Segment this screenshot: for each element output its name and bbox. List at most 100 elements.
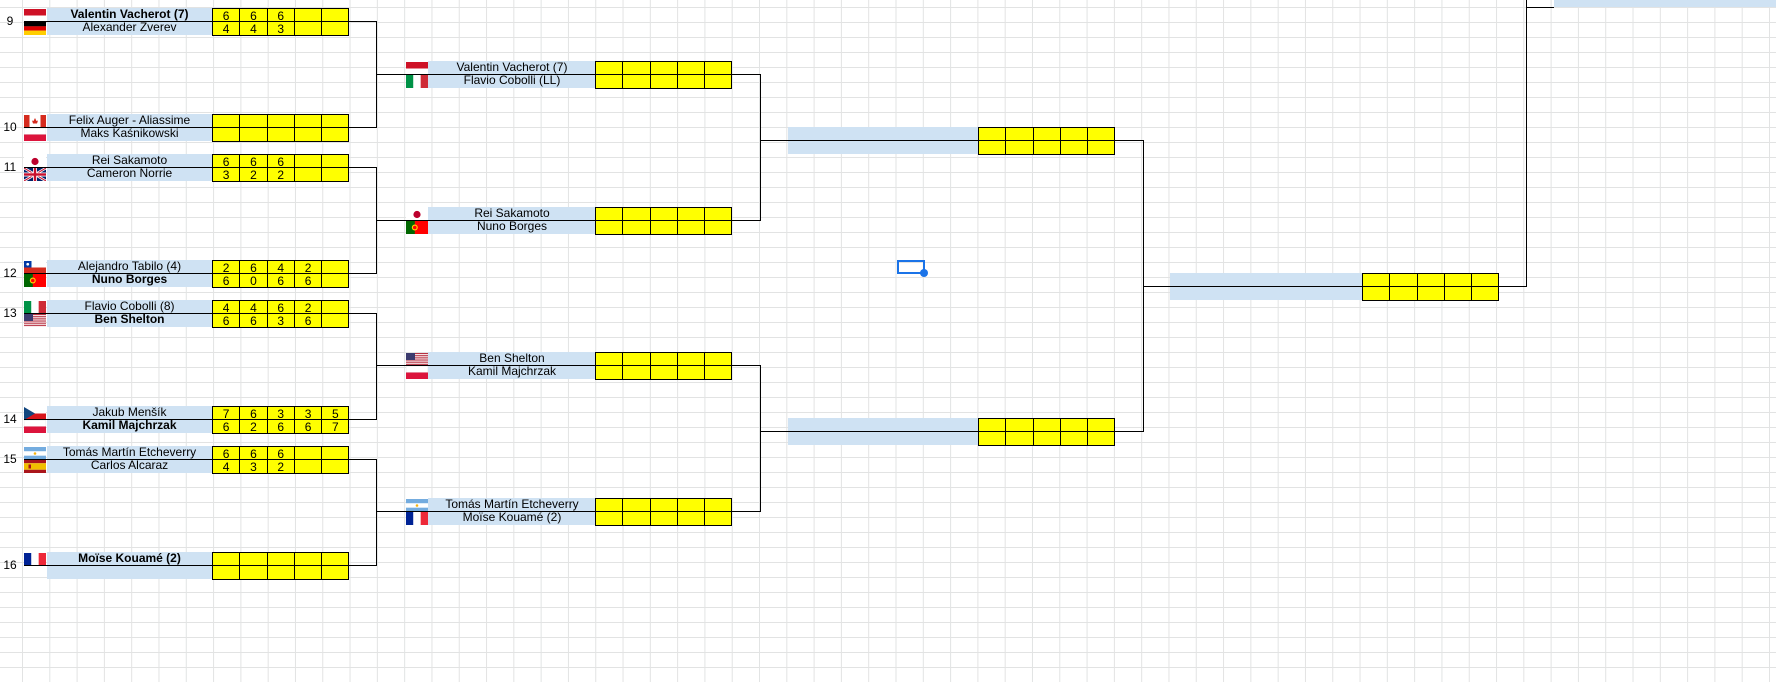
r1-m4-p2-set-3[interactable]: 6 [266, 273, 295, 288]
r2-m3-p2-set-1[interactable] [595, 365, 624, 380]
r1-m8-p1-set-1[interactable] [212, 552, 241, 567]
fill-handle[interactable] [920, 269, 928, 277]
r1-m6-p2-set-3[interactable]: 6 [266, 419, 295, 434]
r1-m7-p2-set-2[interactable]: 3 [239, 459, 268, 474]
r2-m4-p1-set-4[interactable] [676, 498, 706, 513]
r1-m3-p2-set-5[interactable] [321, 167, 350, 182]
r4-m1-p1-set-3[interactable] [1416, 273, 1445, 288]
r1-m8-p2-set-1[interactable] [212, 565, 241, 580]
r3-m1-p1-set-2[interactable] [1005, 127, 1034, 142]
r2-m1-p2-set-3[interactable] [649, 74, 678, 89]
r3-m2-p1-set-1[interactable] [978, 418, 1007, 433]
r4-m1-p2-set-1[interactable] [1362, 286, 1391, 301]
player-name[interactable]: Moïse Kouamé (2) [47, 552, 212, 566]
r2-m3-p2-set-5[interactable] [704, 365, 733, 380]
r1-m8-p1-set-4[interactable] [293, 552, 323, 567]
player-name[interactable] [1170, 286, 1362, 300]
r3-m2-p1-set-3[interactable] [1032, 418, 1061, 433]
player-name[interactable] [47, 565, 212, 579]
r1-m8-p1-set-3[interactable] [266, 552, 295, 567]
r1-m2-p1-set-3[interactable] [266, 114, 295, 129]
r1-m5-p2-set-1[interactable]: 6 [212, 313, 241, 328]
r1-m7-p2-set-3[interactable]: 2 [266, 459, 295, 474]
r1-m3-p2-set-3[interactable]: 2 [266, 167, 295, 182]
r1-m1-p2-set-3[interactable]: 3 [266, 21, 295, 36]
player-name[interactable]: Tomás Martín Etcheverry [47, 446, 212, 460]
player-name[interactable]: Flavio Cobolli (LL) [428, 74, 596, 88]
r3-m2-p1-set-2[interactable] [1005, 418, 1034, 433]
player-name[interactable] [788, 140, 978, 154]
player-name[interactable]: Cameron Norrie [47, 167, 212, 181]
r2-m4-p1-set-3[interactable] [649, 498, 678, 513]
r1-m4-p2-set-1[interactable]: 6 [212, 273, 241, 288]
r1-m7-p1-set-3[interactable]: 6 [266, 446, 295, 461]
r3-m1-p1-set-5[interactable] [1087, 127, 1116, 142]
r1-m3-p2-set-4[interactable] [293, 167, 323, 182]
r1-m1-p1-set-5[interactable] [321, 8, 350, 23]
r1-m6-p1-set-5[interactable]: 5 [321, 406, 350, 421]
player-name[interactable] [1554, 0, 1776, 7]
r1-m1-p2-set-1[interactable]: 4 [212, 21, 241, 36]
r1-m2-p1-set-2[interactable] [239, 114, 268, 129]
r1-m1-p2-set-4[interactable] [293, 21, 323, 36]
r2-m4-p1-set-2[interactable] [622, 498, 651, 513]
r1-m5-p1-set-4[interactable]: 2 [293, 300, 323, 315]
r2-m3-p1-set-5[interactable] [704, 352, 733, 367]
r1-m6-p2-set-2[interactable]: 2 [239, 419, 268, 434]
active-cell-selection[interactable] [897, 260, 925, 274]
r2-m4-p2-set-2[interactable] [622, 511, 651, 526]
player-name[interactable]: Nuno Borges [47, 273, 212, 287]
r2-m1-p1-set-2[interactable] [622, 61, 651, 76]
r3-m1-p2-set-1[interactable] [978, 140, 1007, 155]
r1-m4-p1-set-2[interactable]: 6 [239, 260, 268, 275]
r2-m2-p1-set-1[interactable] [595, 207, 624, 222]
r2-m4-p1-set-5[interactable] [704, 498, 733, 513]
player-name[interactable]: Jakub Menšík [47, 406, 212, 420]
player-name[interactable] [788, 127, 978, 141]
player-name[interactable]: Nuno Borges [428, 220, 596, 234]
r1-m8-p1-set-5[interactable] [321, 552, 350, 567]
r4-m1-p2-set-3[interactable] [1416, 286, 1445, 301]
r2-m3-p1-set-3[interactable] [649, 352, 678, 367]
r3-m2-p1-set-4[interactable] [1059, 418, 1089, 433]
r3-m2-p2-set-4[interactable] [1059, 431, 1089, 446]
r1-m3-p2-set-1[interactable]: 3 [212, 167, 241, 182]
player-name[interactable]: Tomás Martín Etcheverry [428, 498, 596, 512]
r1-m8-p2-set-4[interactable] [293, 565, 323, 580]
r3-m1-p2-set-2[interactable] [1005, 140, 1034, 155]
r1-m7-p2-set-4[interactable] [293, 459, 323, 474]
r1-m2-p1-set-1[interactable] [212, 114, 241, 129]
player-name[interactable]: Carlos Alcaraz [47, 459, 212, 473]
r2-m3-p1-set-4[interactable] [676, 352, 706, 367]
r1-m1-p2-set-5[interactable] [321, 21, 350, 36]
r1-m4-p1-set-4[interactable]: 2 [293, 260, 323, 275]
r2-m2-p1-set-3[interactable] [649, 207, 678, 222]
r2-m2-p2-set-5[interactable] [704, 220, 733, 235]
r2-m1-p2-set-5[interactable] [704, 74, 733, 89]
player-name[interactable]: Ben Shelton [47, 313, 212, 327]
r4-m1-p2-set-2[interactable] [1389, 286, 1418, 301]
r1-m7-p2-set-1[interactable]: 4 [212, 459, 241, 474]
r4-m1-p1-set-5[interactable] [1471, 273, 1500, 288]
r3-m2-p2-set-3[interactable] [1032, 431, 1061, 446]
r2-m2-p2-set-1[interactable] [595, 220, 624, 235]
r4-m1-p2-set-5[interactable] [1471, 286, 1500, 301]
r1-m3-p1-set-5[interactable] [321, 154, 350, 169]
player-name[interactable]: Flavio Cobolli (8) [47, 300, 212, 314]
r1-m3-p1-set-2[interactable]: 6 [239, 154, 268, 169]
player-name[interactable]: Alexander Zverev [47, 21, 212, 35]
r2-m3-p1-set-2[interactable] [622, 352, 651, 367]
r2-m2-p1-set-4[interactable] [676, 207, 706, 222]
r2-m4-p2-set-4[interactable] [676, 511, 706, 526]
r1-m2-p2-set-5[interactable] [321, 127, 350, 142]
player-name[interactable]: Valentin Vacherot (7) [428, 61, 596, 75]
r2-m2-p1-set-5[interactable] [704, 207, 733, 222]
r1-m3-p2-set-2[interactable]: 2 [239, 167, 268, 182]
player-name[interactable]: Kamil Majchrzak [428, 365, 596, 379]
r3-m1-p2-set-4[interactable] [1059, 140, 1089, 155]
r3-m2-p1-set-5[interactable] [1087, 418, 1116, 433]
r1-m5-p2-set-3[interactable]: 3 [266, 313, 295, 328]
r1-m2-p2-set-2[interactable] [239, 127, 268, 142]
r2-m4-p1-set-1[interactable] [595, 498, 624, 513]
r4-m1-p1-set-1[interactable] [1362, 273, 1391, 288]
